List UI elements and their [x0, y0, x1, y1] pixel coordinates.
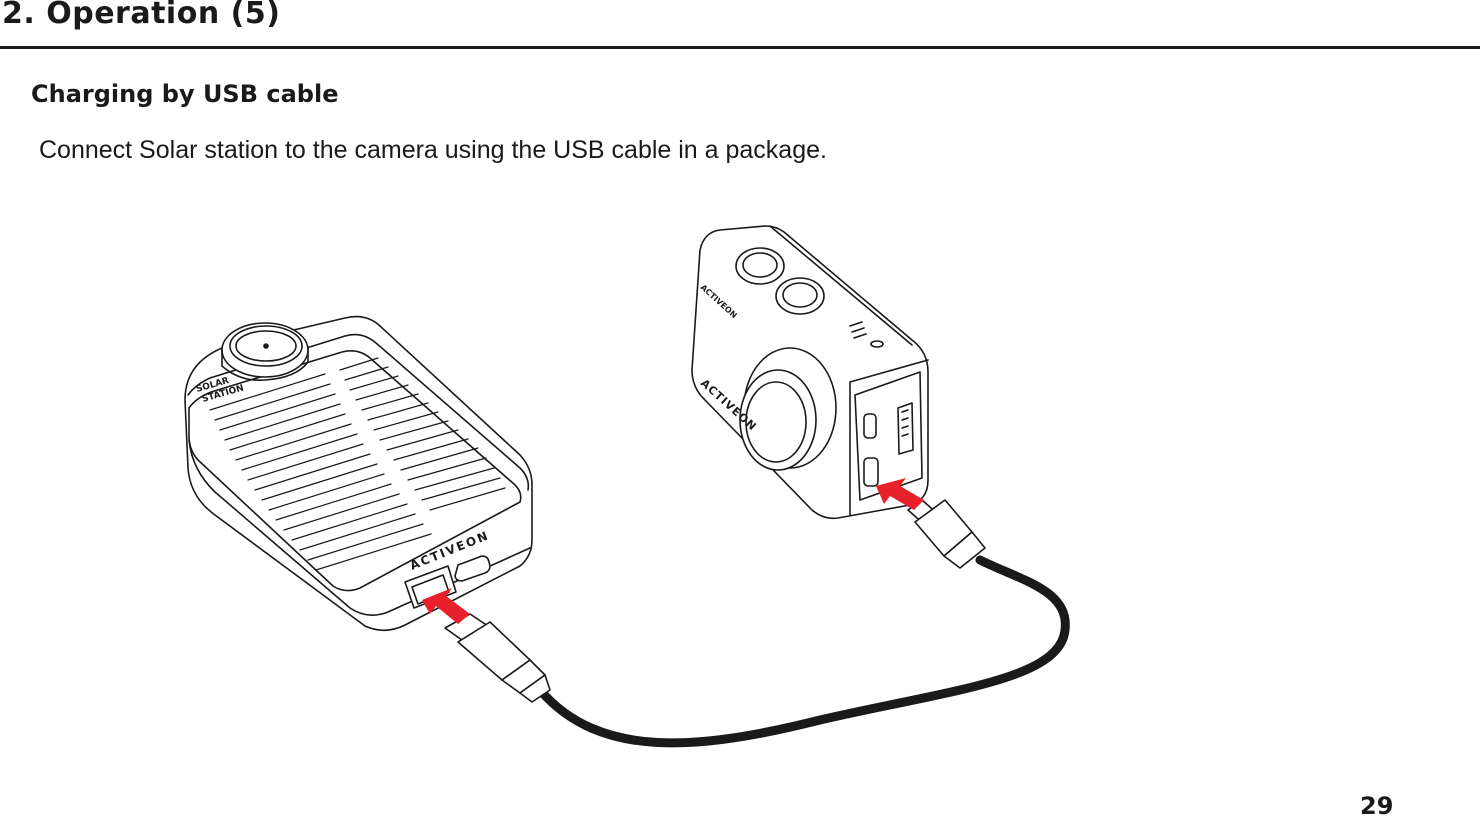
micro-usb-port: [454, 555, 491, 582]
arrow-to-solar-port: [422, 588, 470, 624]
camera-usb-port: [863, 457, 879, 487]
insert-arrows: [422, 478, 924, 624]
arrow-to-camera-port: [876, 478, 924, 510]
action-camera: ACTIVEON ACTIVEON: [691, 225, 929, 520]
usb-cable: [444, 499, 1070, 748]
section-subtitle: Charging by USB cable: [31, 80, 339, 108]
solar-station: SOLAR STATION ACTIVEON: [184, 315, 533, 632]
instruction-text: Connect Solar station to the camera usin…: [39, 136, 827, 164]
page-number: 29: [1360, 792, 1394, 820]
page-title: 2. Operation (5): [2, 0, 281, 31]
header-divider: [0, 46, 1480, 49]
solar-panel-lines: [209, 357, 506, 571]
